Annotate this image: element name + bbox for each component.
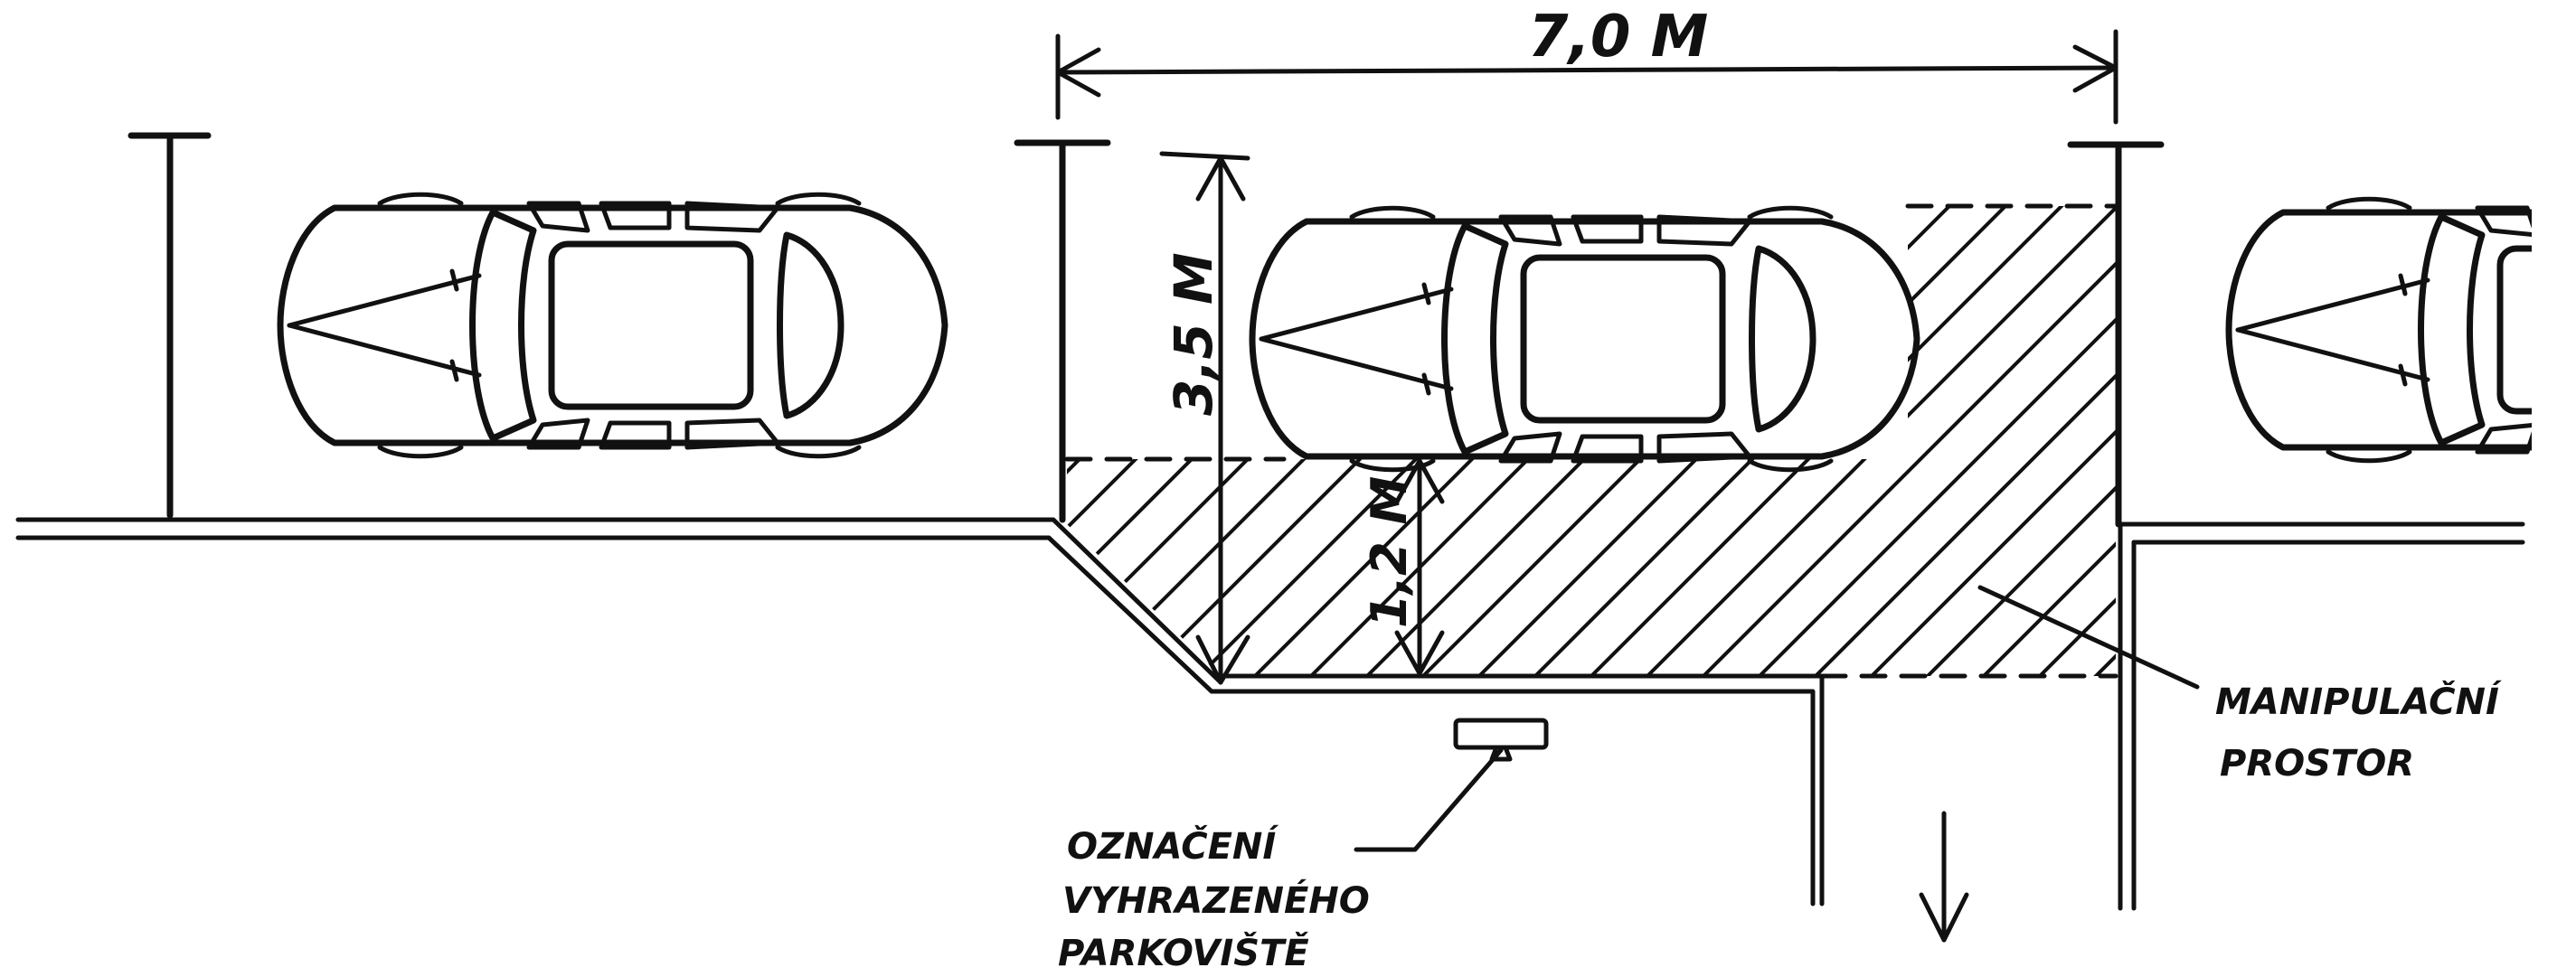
aisle-dimension-label: 1,2 M <box>1361 476 1418 628</box>
hatch-line <box>1823 206 2116 676</box>
car-right-partial <box>2229 199 2576 461</box>
leader-line-sign <box>1354 747 1504 852</box>
hatch-line <box>1655 206 2116 676</box>
width-dimension-label: 7,0 M <box>1528 4 1708 70</box>
hatch-line <box>1991 206 2116 676</box>
leader-line-maneuver <box>1977 585 2200 690</box>
stall-post-left <box>127 132 212 519</box>
stall-post-center <box>1014 139 1111 523</box>
parking-sign-icon <box>1453 718 1549 762</box>
sign-label: OZNAČENÍ VYHRAZENÉHO PARKOVIŠTĚ <box>1058 823 1370 974</box>
sign-label-line1: OZNAČENÍ <box>1067 823 1279 868</box>
hatch-line <box>1935 206 2116 676</box>
sign-label-line2: VYHRAZENÉHO <box>1062 878 1370 922</box>
hatch-line <box>1879 206 2116 676</box>
depth-dimension-label: 3,5 M <box>1163 252 1224 416</box>
car-center <box>1252 208 1917 470</box>
maneuver-space-label: MANIPULAČNÍ PROSTOR <box>2215 679 2502 784</box>
maneuver-label-line1: MANIPULAČNÍ <box>2215 679 2502 723</box>
hatch-line <box>2103 206 2116 676</box>
down-arrow-icon <box>1919 811 1969 943</box>
sign-label-line3: PARKOVIŠTĚ <box>1058 930 1309 974</box>
width-dimension: 7,0 M <box>1055 4 2118 125</box>
hatch-line <box>2047 206 2116 676</box>
reserved-space-outline <box>1064 203 2118 679</box>
hatch-line <box>1767 206 2116 676</box>
maneuver-label-line2: PROSTOR <box>2220 743 2414 784</box>
depth-dimension: 3,5 M <box>1159 151 1250 685</box>
aisle-dimension: 1,2 M <box>1361 458 1445 676</box>
car-left <box>280 194 945 456</box>
stall-post-right <box>2067 141 2165 528</box>
hatch-line <box>1711 206 2116 676</box>
